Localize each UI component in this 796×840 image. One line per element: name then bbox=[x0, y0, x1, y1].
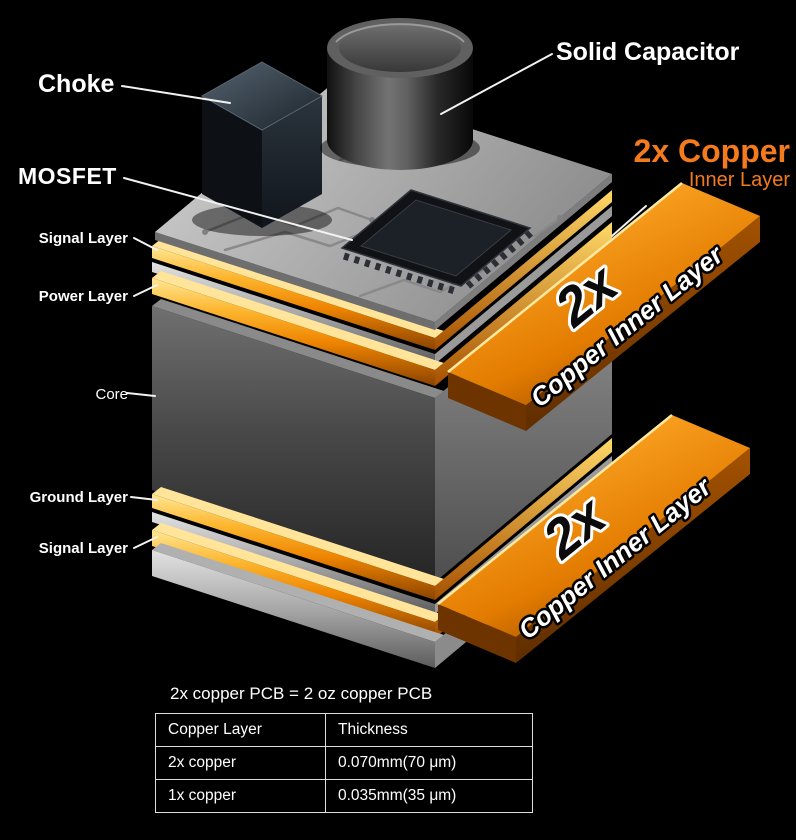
signal-layer-top-label: Signal Layer bbox=[38, 230, 128, 247]
bottom-slab-band bbox=[152, 550, 435, 668]
copper-callout-subtitle: Inner Layer bbox=[688, 169, 790, 192]
gray-layer-1-wrap bbox=[435, 206, 612, 364]
slab1-front-face bbox=[526, 216, 760, 431]
capacitor-highlight bbox=[335, 23, 465, 43]
slab1-top-face bbox=[448, 183, 760, 405]
choke-top-face bbox=[200, 61, 324, 131]
slab2-front-face bbox=[516, 448, 750, 663]
table-cell-thickness: 0.070mm(70 μm) bbox=[325, 746, 533, 780]
core-pointer-line bbox=[126, 392, 156, 397]
signal-layer-bottom-label: Signal Layer bbox=[38, 540, 128, 557]
signal-bottom-pointer-line bbox=[133, 536, 158, 549]
table-row: 1x copper 0.035mm(35 μm) bbox=[155, 779, 533, 813]
signal-layer-bottom-surface bbox=[152, 523, 444, 622]
board-front-face bbox=[155, 232, 435, 330]
slab2-highlight-edge bbox=[437, 414, 673, 605]
copper-callout-pointer-line bbox=[611, 205, 647, 237]
ground-layer-label: Ground Layer bbox=[29, 489, 128, 506]
mosfet-pins-right bbox=[465, 229, 535, 289]
core-top-surface bbox=[152, 299, 444, 398]
choke-pointer-line bbox=[121, 85, 231, 104]
power-layer-surface bbox=[152, 271, 444, 370]
solid-capacitor-label: Solid Capacitor bbox=[556, 38, 740, 66]
pointer-lines bbox=[121, 53, 647, 549]
mosfet-chip bbox=[340, 189, 535, 296]
slab2-top-face bbox=[438, 415, 750, 637]
table-header-row: Copper Layer Thickness bbox=[155, 713, 533, 747]
choke-right-face bbox=[262, 96, 322, 228]
capacitor-pointer-line bbox=[440, 53, 553, 115]
power-layer-wrap bbox=[435, 222, 612, 386]
power-pointer-line bbox=[133, 284, 158, 297]
signal-layer-top-wrap bbox=[435, 190, 612, 350]
core-label: Core bbox=[95, 386, 128, 403]
signal-top-pointer-line bbox=[133, 237, 158, 251]
table-cell-layer: 2x copper bbox=[155, 746, 326, 780]
signal-layer-top-surface bbox=[152, 239, 444, 338]
table-header-thickness: Thickness bbox=[325, 713, 533, 747]
table-header-copper-layer: Copper Layer bbox=[155, 713, 326, 747]
copper-spec-table: Copper Layer Thickness 2x copper 0.070mm… bbox=[155, 713, 533, 813]
choke-label: Choke bbox=[38, 70, 115, 98]
slab1-highlight-edge bbox=[447, 182, 683, 373]
mosfet-label: MOSFET bbox=[18, 163, 117, 189]
capacitor-component bbox=[320, 18, 480, 170]
copper-slab-1: 2x Copper Inner Layer bbox=[447, 182, 760, 431]
mosfet-top bbox=[359, 199, 513, 277]
gray-layer-2-band bbox=[152, 512, 435, 614]
copper-spec-section: 2x copper PCB = 2 oz copper PCB Copper L… bbox=[155, 684, 533, 813]
mosfet-pins-front bbox=[342, 252, 460, 296]
ground-layer-surface bbox=[152, 487, 444, 586]
capacitor-top-face bbox=[339, 24, 461, 72]
capacitor-body bbox=[327, 48, 473, 170]
signal-layer-top-band bbox=[152, 246, 435, 350]
table-row: 2x copper 0.070mm(70 μm) bbox=[155, 746, 533, 780]
power-layer-label: Power Layer bbox=[38, 288, 128, 305]
ground-layer-wrap bbox=[435, 438, 612, 600]
slab2-left-face bbox=[438, 604, 516, 663]
ground-pointer-line bbox=[130, 496, 158, 501]
choke-left-face bbox=[202, 96, 262, 228]
choke-component bbox=[192, 61, 332, 236]
spec-table-caption: 2x copper PCB = 2 oz copper PCB bbox=[170, 684, 433, 703]
power-layer-band bbox=[152, 278, 435, 386]
bottom-slab-surface bbox=[152, 543, 444, 642]
board-right-face bbox=[435, 174, 612, 330]
copper-callout: 2x Copper Inner Layer bbox=[556, 133, 790, 192]
copper-callout-title: 2x Copper bbox=[633, 133, 790, 169]
slab1-left-face bbox=[448, 372, 526, 431]
ground-layer-band bbox=[152, 494, 435, 600]
mosfet-pointer-line bbox=[123, 177, 353, 241]
table-cell-layer: 1x copper bbox=[155, 779, 326, 813]
table-cell-thickness: 0.035mm(35 μm) bbox=[325, 779, 533, 813]
